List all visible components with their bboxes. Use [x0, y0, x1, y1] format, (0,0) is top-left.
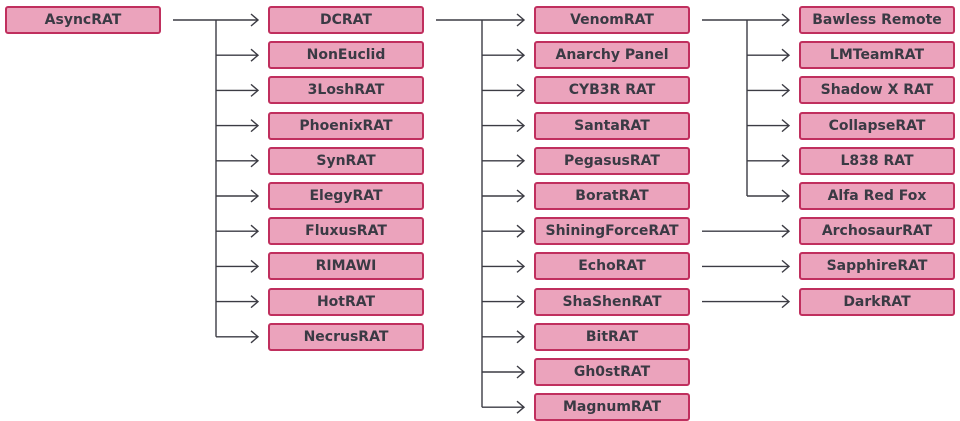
node-archosaurrat: ArchosaurRAT [799, 217, 955, 246]
arrow-head [516, 295, 526, 309]
node-dcrat: DCRAT [268, 6, 424, 34]
arrow-head [250, 13, 260, 27]
node-noneuclid: NonEuclid [268, 41, 424, 70]
node-shashenrat: ShaShenRAT [534, 287, 690, 316]
node-bawless-remote: Bawless Remote [799, 6, 955, 34]
arrow-head [781, 189, 791, 203]
node-cyb3r-rat: CYB3R RAT [534, 76, 690, 105]
node-venomrat: VenomRAT [534, 6, 690, 34]
node-hotrat: HotRAT [268, 287, 424, 316]
node-phoenixrat: PhoenixRAT [268, 111, 424, 140]
arrow-head [781, 224, 791, 238]
node-shadow-x-rat: Shadow X RAT [799, 76, 955, 105]
node-l838-rat: L838 RAT [799, 146, 955, 175]
arrow-head [781, 295, 791, 309]
arrow-head [781, 48, 791, 62]
node-alfa-red-fox: Alfa Red Fox [799, 182, 955, 210]
arrow-head [250, 189, 260, 203]
arrow-head [516, 189, 526, 203]
node-bitrat: BitRAT [534, 322, 690, 351]
arrow-head [516, 48, 526, 62]
node-collapserat: CollapseRAT [799, 111, 955, 140]
node-elegyrat: ElegyRAT [268, 182, 424, 210]
node-fluxusrat: FluxusRAT [268, 217, 424, 246]
node-lmteamrat: LMTeamRAT [799, 41, 955, 70]
arrow-head [516, 400, 526, 414]
arrow-head [781, 259, 791, 273]
node-magnumrat: MagnumRAT [534, 393, 690, 421]
arrow-head [781, 119, 791, 133]
arrow-head [250, 330, 260, 344]
node-darkrat: DarkRAT [799, 287, 955, 316]
arrow-head [250, 154, 260, 168]
node-boratrat: BoratRAT [534, 182, 690, 210]
arrow-head [516, 119, 526, 133]
node-gh0strat: Gh0stRAT [534, 358, 690, 386]
node-shiningforcerat: ShiningForceRAT [534, 217, 690, 246]
arrow-head [516, 83, 526, 97]
node-asyncrat: AsyncRAT [5, 6, 161, 34]
node-echorat: EchoRAT [534, 252, 690, 281]
arrow-head [516, 13, 526, 27]
arrow-head [250, 48, 260, 62]
arrow-head [781, 154, 791, 168]
arrow-head [516, 224, 526, 238]
arrow-head [516, 259, 526, 273]
arrow-head [250, 119, 260, 133]
arrow-head [250, 295, 260, 309]
node-rimawi: RIMAWI [268, 252, 424, 281]
arrow-head [516, 154, 526, 168]
arrow-head [516, 330, 526, 344]
node-synrat: SynRAT [268, 146, 424, 175]
arrow-head [781, 83, 791, 97]
arrow-head [250, 83, 260, 97]
node-necrusrat: NecrusRAT [268, 322, 424, 351]
arrow-head [250, 259, 260, 273]
node-anarchy-panel: Anarchy Panel [534, 41, 690, 70]
arrow-head [250, 224, 260, 238]
arrow-head [516, 365, 526, 379]
node-santarat: SantaRAT [534, 111, 690, 140]
node-sapphirerat: SapphireRAT [799, 252, 955, 281]
node-pegasusrat: PegasusRAT [534, 146, 690, 175]
node-3loshrat: 3LoshRAT [268, 76, 424, 105]
arrow-head [781, 13, 791, 27]
